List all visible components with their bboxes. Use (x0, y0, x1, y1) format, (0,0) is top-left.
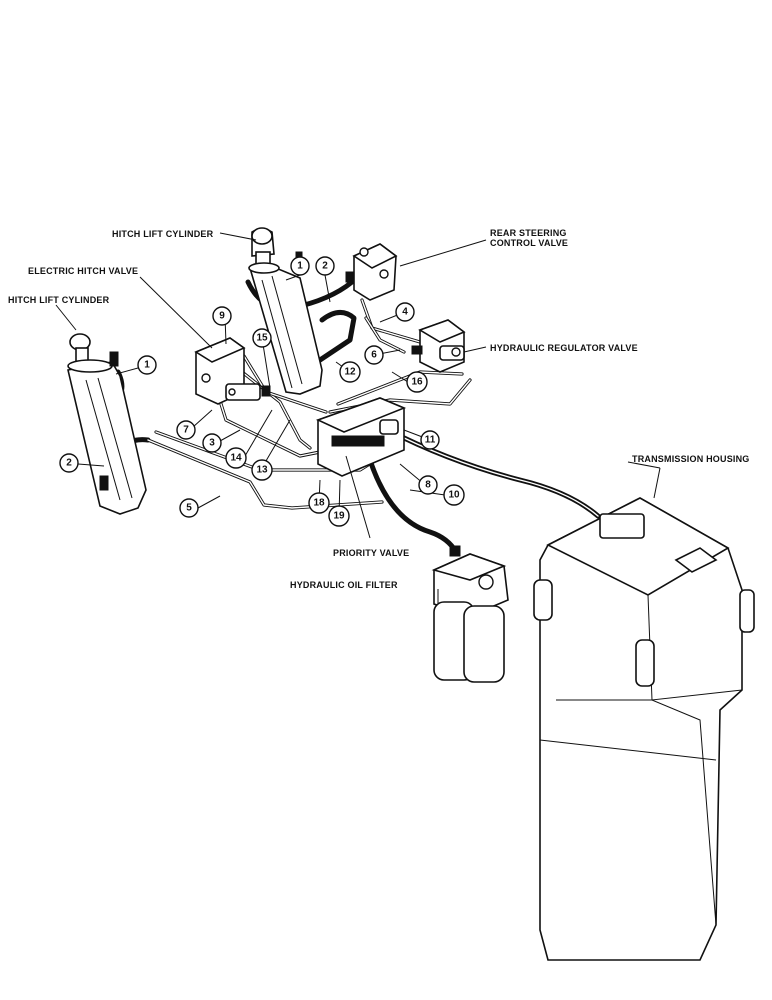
svg-text:16: 16 (411, 377, 423, 388)
callout: 19 (328, 505, 350, 527)
callout: 10 (443, 484, 465, 506)
callout: 3 (202, 433, 222, 453)
hydraulic-regulator-valve (411, 319, 466, 373)
hydraulic-oil-filter (431, 545, 509, 683)
label-hydraulic-oil-filter: HYDRAULIC OIL FILTER (290, 580, 398, 590)
callout: 6 (364, 345, 384, 365)
svg-text:9: 9 (219, 311, 225, 322)
svg-text:1: 1 (297, 261, 303, 272)
callouts: 1 2 9 15 4 6 16 12 1 2 7 3 14 13 11 8 10… (59, 256, 465, 527)
callout: 2 (315, 256, 335, 276)
transmission-housing (533, 497, 755, 961)
svg-text:14: 14 (230, 453, 242, 464)
svg-text:15: 15 (256, 333, 268, 344)
callout: 11 (420, 430, 440, 450)
svg-text:11: 11 (425, 435, 436, 446)
label-priority-valve: PRIORITY VALVE (333, 548, 409, 558)
rear-steering-control-valve (345, 243, 398, 301)
svg-text:13: 13 (256, 465, 268, 476)
svg-text:3: 3 (209, 438, 215, 449)
svg-text:18: 18 (313, 498, 325, 509)
svg-text:7: 7 (183, 425, 189, 436)
callout: 16 (406, 371, 428, 393)
callout: 12 (339, 361, 361, 383)
electric-hitch-valve (194, 337, 271, 405)
text-labels: HITCH LIFT CYLINDER ELECTRIC HITCH VALVE… (8, 228, 750, 590)
callout: 8 (418, 475, 438, 495)
callout: 2 (59, 453, 79, 473)
callout: 7 (176, 420, 196, 440)
callout: 1 (137, 355, 157, 375)
callout: 9 (212, 306, 232, 326)
svg-text:1: 1 (144, 360, 150, 371)
hitch-lift-cylinder-left (67, 333, 147, 515)
label-hitch-lift-cylinder-left: HITCH LIFT CYLINDER (8, 295, 110, 305)
callout: 4 (395, 302, 415, 322)
priority-valve (315, 397, 407, 477)
leader-lines (55, 232, 661, 604)
callout: 1 (290, 256, 310, 276)
callout: 5 (179, 498, 199, 518)
callout: 13 (251, 459, 273, 481)
svg-text:10: 10 (448, 490, 460, 501)
svg-text:2: 2 (322, 261, 328, 272)
svg-text:4: 4 (402, 307, 408, 318)
callout: 14 (225, 447, 247, 469)
label-transmission-housing: TRANSMISSION HOUSING (632, 454, 750, 464)
svg-text:6: 6 (371, 350, 377, 361)
label-hitch-lift-cylinder-top: HITCH LIFT CYLINDER (112, 229, 214, 239)
hitch-lift-cylinder-top (248, 227, 323, 395)
svg-text:8: 8 (425, 480, 431, 491)
label-rear-steering: REAR STEERING (490, 228, 567, 238)
label-control-valve: CONTROL VALVE (490, 238, 568, 248)
callout: 15 (252, 328, 272, 348)
callout: 18 (308, 492, 330, 514)
svg-text:12: 12 (344, 367, 356, 378)
label-hydraulic-regulator-valve: HYDRAULIC REGULATOR VALVE (490, 343, 638, 353)
svg-text:2: 2 (66, 458, 72, 469)
svg-text:19: 19 (333, 511, 345, 522)
label-electric-hitch-valve: ELECTRIC HITCH VALVE (28, 266, 138, 276)
svg-text:5: 5 (186, 503, 192, 514)
